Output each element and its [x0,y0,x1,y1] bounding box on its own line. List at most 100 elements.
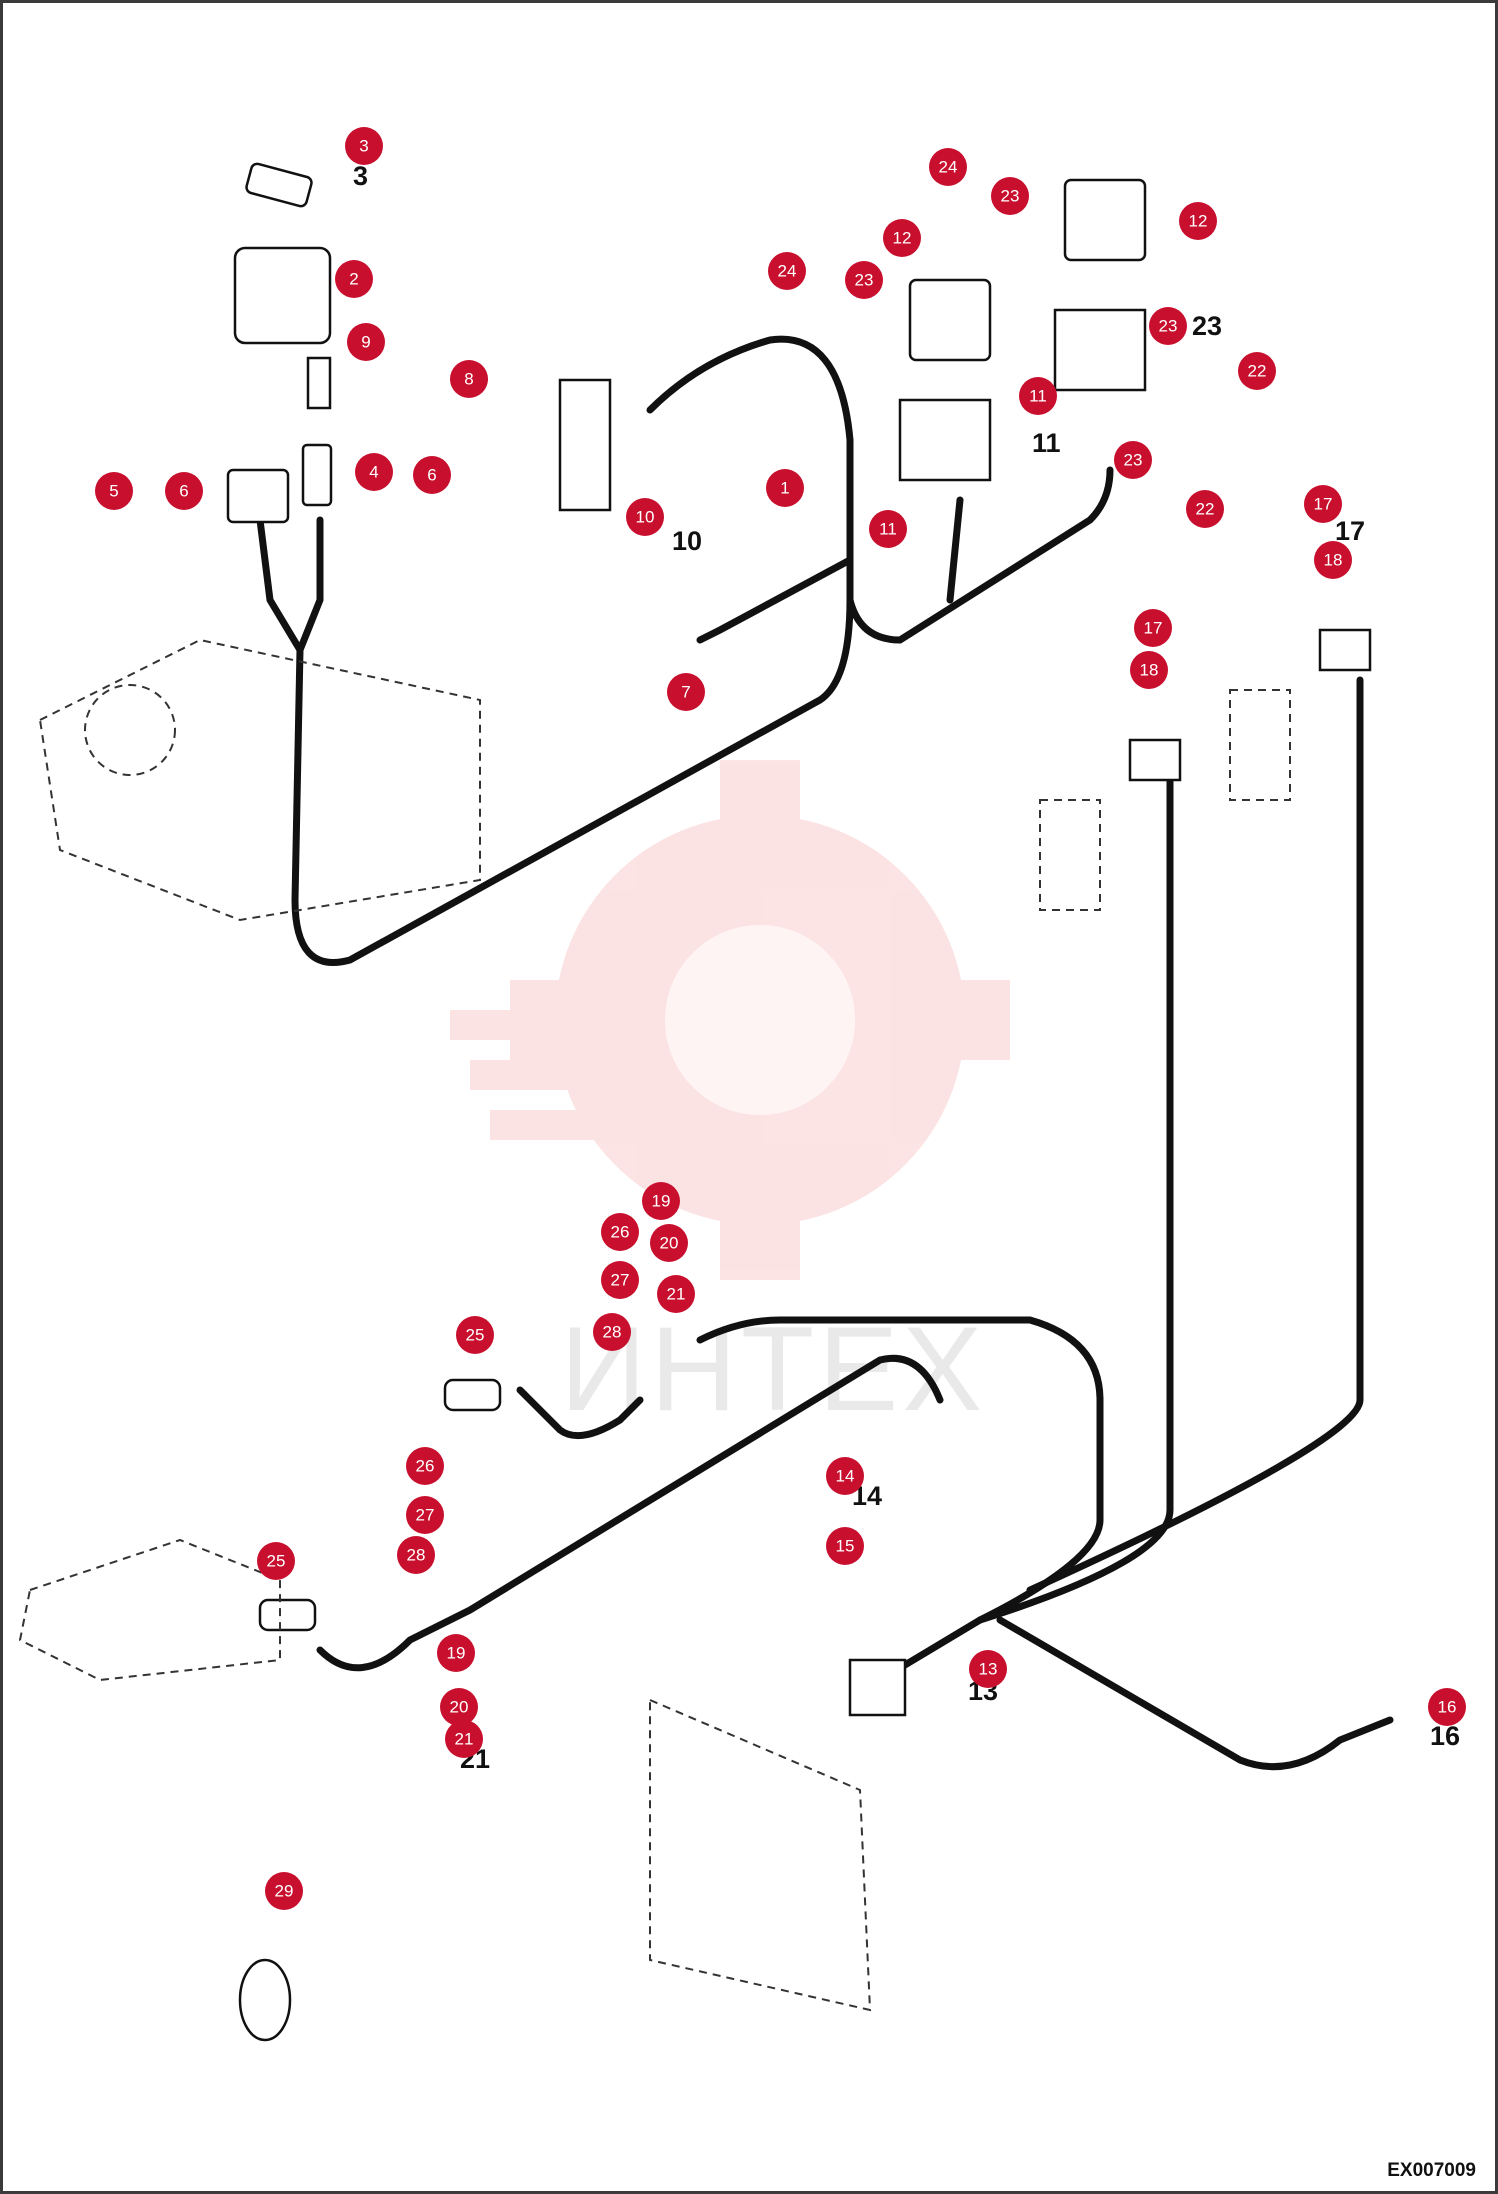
callout-5: 5 [95,472,133,510]
svg-text:24: 24 [778,262,797,281]
svg-text:15: 15 [836,1537,855,1556]
svg-text:25: 25 [466,1326,485,1345]
callout-2: 2 [335,260,373,298]
svg-text:21: 21 [455,1730,474,1749]
callout-24b: 24 [929,148,967,186]
svg-text:8: 8 [464,370,473,389]
callout-28b: 28 [397,1536,435,1574]
svg-text:11: 11 [879,520,897,539]
fuse-block [558,378,612,512]
svg-text:16: 16 [1438,1698,1457,1717]
callout-6b: 6 [413,456,451,494]
callout-4: 4 [355,453,393,491]
callout-21a: 21 [657,1275,695,1313]
callout-11a: 11 [1019,377,1057,415]
svg-text:23: 23 [855,271,874,290]
callout-14: 14 [826,1457,864,1495]
svg-text:23: 23 [1001,187,1020,206]
svg-text:9: 9 [361,333,370,352]
svg-text:17: 17 [1314,495,1333,514]
callout-8: 8 [450,360,488,398]
svg-text:27: 27 [416,1506,435,1525]
relay-1 [908,278,992,362]
callout-1: 1 [766,469,804,507]
callout-23b: 23 [991,177,1029,215]
relay-socket-1 [898,398,992,482]
svg-text:10: 10 [636,508,655,527]
callout-25a: 25 [456,1316,494,1354]
svg-text:5: 5 [109,482,118,501]
svg-text:3: 3 [359,137,368,156]
callout-22a: 22 [1238,352,1276,390]
svg-text:26: 26 [611,1223,630,1242]
plain-num-23: 23 [1192,311,1222,341]
svg-text:12: 12 [893,229,912,248]
sensor-25b [258,1598,317,1632]
callout-7: 7 [667,673,705,711]
svg-text:4: 4 [369,463,378,482]
callout-9: 9 [347,323,385,361]
relay-2 [1063,178,1147,262]
callout-23a: 23 [845,261,883,299]
callout-10: 10 [626,498,664,536]
background-assemblies [18,638,1291,2012]
callout-27b: 27 [406,1496,444,1534]
callout-19a: 19 [642,1182,680,1220]
callout-28a: 28 [593,1313,631,1351]
svg-text:1: 1 [780,479,789,498]
callout-21b: 21 [445,1720,483,1758]
callout-11b: 11 [869,510,907,548]
svg-text:19: 19 [652,1192,671,1211]
callout-26a: 26 [601,1213,639,1251]
callout-15: 15 [826,1527,864,1565]
svg-text:13: 13 [979,1660,998,1679]
svg-text:17: 17 [1144,619,1163,638]
svg-text:21: 21 [667,1285,686,1304]
rocker-switch [233,246,332,345]
connector-18a [1128,738,1182,782]
svg-text:23: 23 [1159,317,1178,336]
switch-cover [245,162,313,208]
callout-23c: 23 [1149,307,1187,345]
svg-text:25: 25 [267,1552,286,1571]
svg-text:20: 20 [660,1234,679,1253]
svg-text:6: 6 [427,466,436,485]
callout-23d: 23 [1114,441,1152,479]
svg-text:29: 29 [275,1882,294,1901]
connector-14 [848,1658,907,1717]
callout-25b: 25 [257,1542,295,1580]
callout-22b: 22 [1186,490,1224,528]
components [226,162,1372,2042]
callout-20b: 20 [440,1688,478,1726]
callout-12a: 12 [883,219,921,257]
plain-reference-numbers: 3 10 11 23 17 13 14 21 16 [353,161,1460,1774]
svg-text:28: 28 [603,1323,622,1342]
svg-text:22: 22 [1248,362,1267,381]
cable-tie [238,1958,292,2042]
plain-num-17: 17 [1335,516,1365,546]
svg-text:24: 24 [939,158,958,177]
svg-text:6: 6 [179,482,188,501]
plain-num-3: 3 [353,161,368,191]
callout-3: 3 [345,127,383,165]
svg-text:7: 7 [681,683,690,702]
plain-num-11: 11 [1032,428,1061,458]
svg-text:23: 23 [1124,451,1143,470]
callout-17a: 17 [1304,485,1342,523]
callout-26b: 26 [406,1447,444,1485]
connector-18b [1318,628,1372,672]
callout-18a: 18 [1314,541,1352,579]
sensor-25a [443,1378,502,1412]
svg-text:28: 28 [407,1546,426,1565]
connector-6 [226,468,290,524]
drawing-code: EX007009 [1387,2160,1476,2181]
callout-24a: 24 [768,252,806,290]
callout-19b: 19 [437,1634,475,1672]
callout-20a: 20 [650,1224,688,1262]
svg-text:11: 11 [1029,387,1047,406]
svg-text:14: 14 [836,1467,855,1486]
callout-18b: 18 [1130,651,1168,689]
callout-12b: 12 [1179,202,1217,240]
